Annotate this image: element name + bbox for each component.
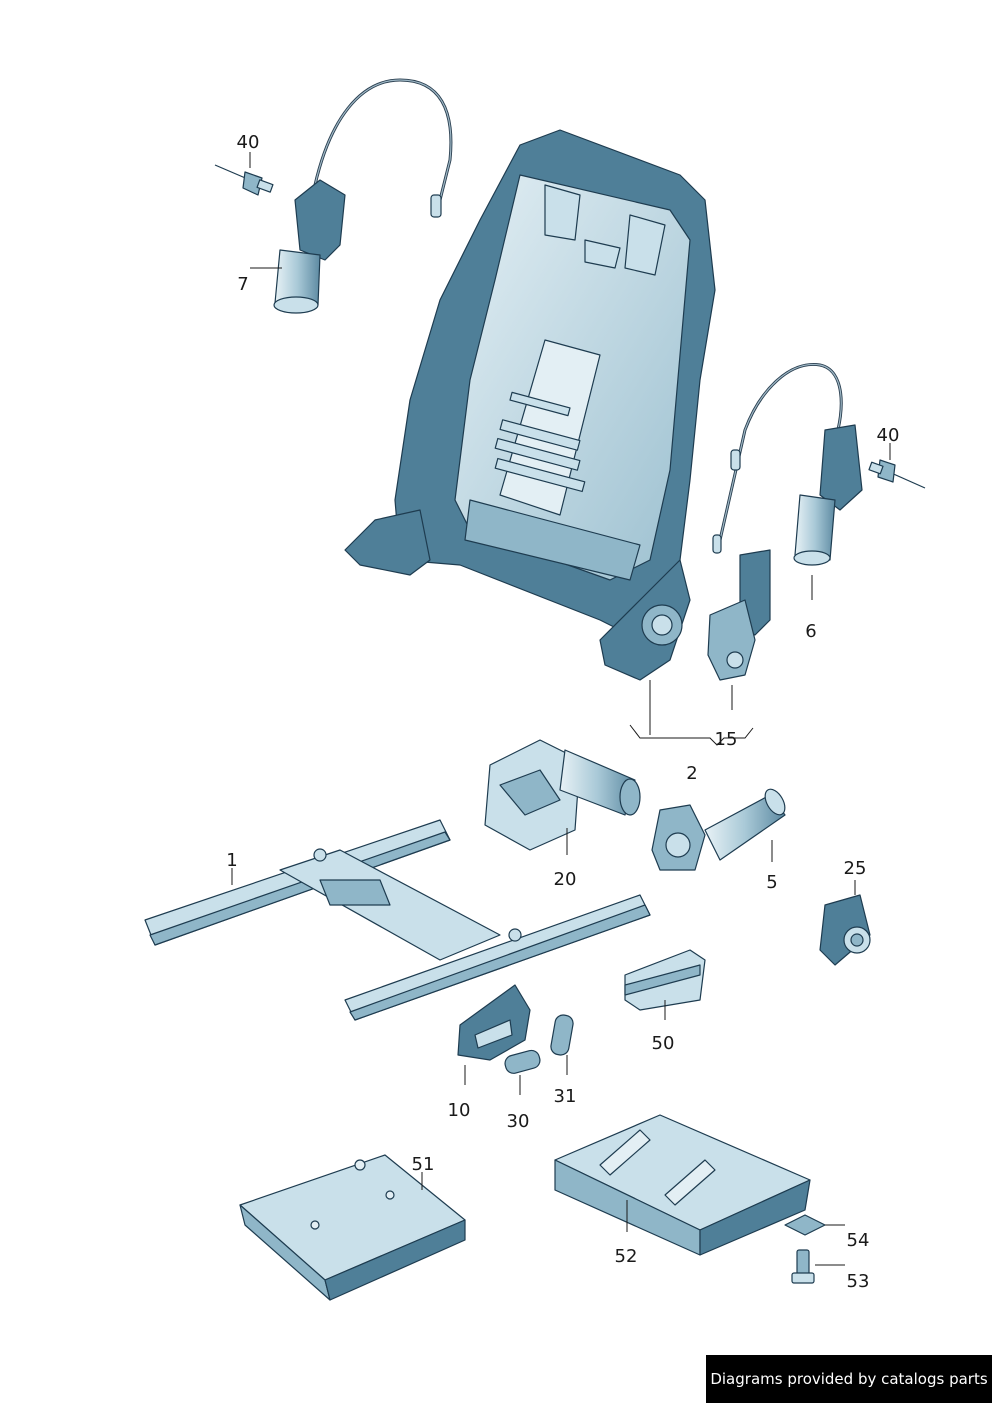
callout-50: 50 [652,1033,675,1054]
lumbar-mesh [494,339,601,516]
part-10-lever [457,984,531,1061]
part-30-cap [504,1049,541,1074]
callout-2: 2 [686,763,697,784]
credit-text: Diagrams provided by catalogs parts [710,1370,988,1388]
callout-40-right: 40 [877,425,900,446]
callout-31: 31 [554,1086,577,1107]
part-31-cap [550,1014,574,1056]
part-52-tray [554,1114,811,1256]
part-7-motor-with-cable [273,78,453,314]
callout-15: 15 [715,729,738,750]
part-54-clip-nut [784,1214,826,1236]
callout-7: 7 [237,274,248,295]
part-40-rivet-left [214,164,274,196]
callout-10: 10 [448,1100,471,1121]
part-51-control-module [239,1154,466,1301]
callout-25: 25 [844,858,867,879]
part-50-bracket [624,949,706,1011]
callout-labels: 40 7 40 6 15 2 1 20 5 25 50 10 30 31 51 … [226,132,899,1292]
callout-54: 54 [847,1230,870,1251]
callout-5: 5 [766,872,777,893]
callout-40-left: 40 [237,132,260,153]
part-5-motor-with-gear [651,788,786,871]
part-6-motor-with-cable [712,362,863,566]
callout-51: 51 [412,1154,435,1175]
callout-6: 6 [805,621,816,642]
callout-20: 20 [554,869,577,890]
seat-back-frame [344,129,716,681]
leader-lines [231,152,891,1266]
callout-52: 52 [615,1246,638,1267]
credit-banner: Diagrams provided by catalogs parts [706,1355,992,1403]
callout-30: 30 [507,1111,530,1132]
part-53-bolt [791,1249,815,1284]
callout-53: 53 [847,1271,870,1292]
callout-1: 1 [226,850,237,871]
part-20-motor-bracket [484,739,641,851]
part-25-switch [819,894,871,966]
part-40-rivet-right [868,459,926,489]
part-15-recliner-bracket [707,549,771,681]
part-1-seat-rail-frame [144,819,651,1021]
